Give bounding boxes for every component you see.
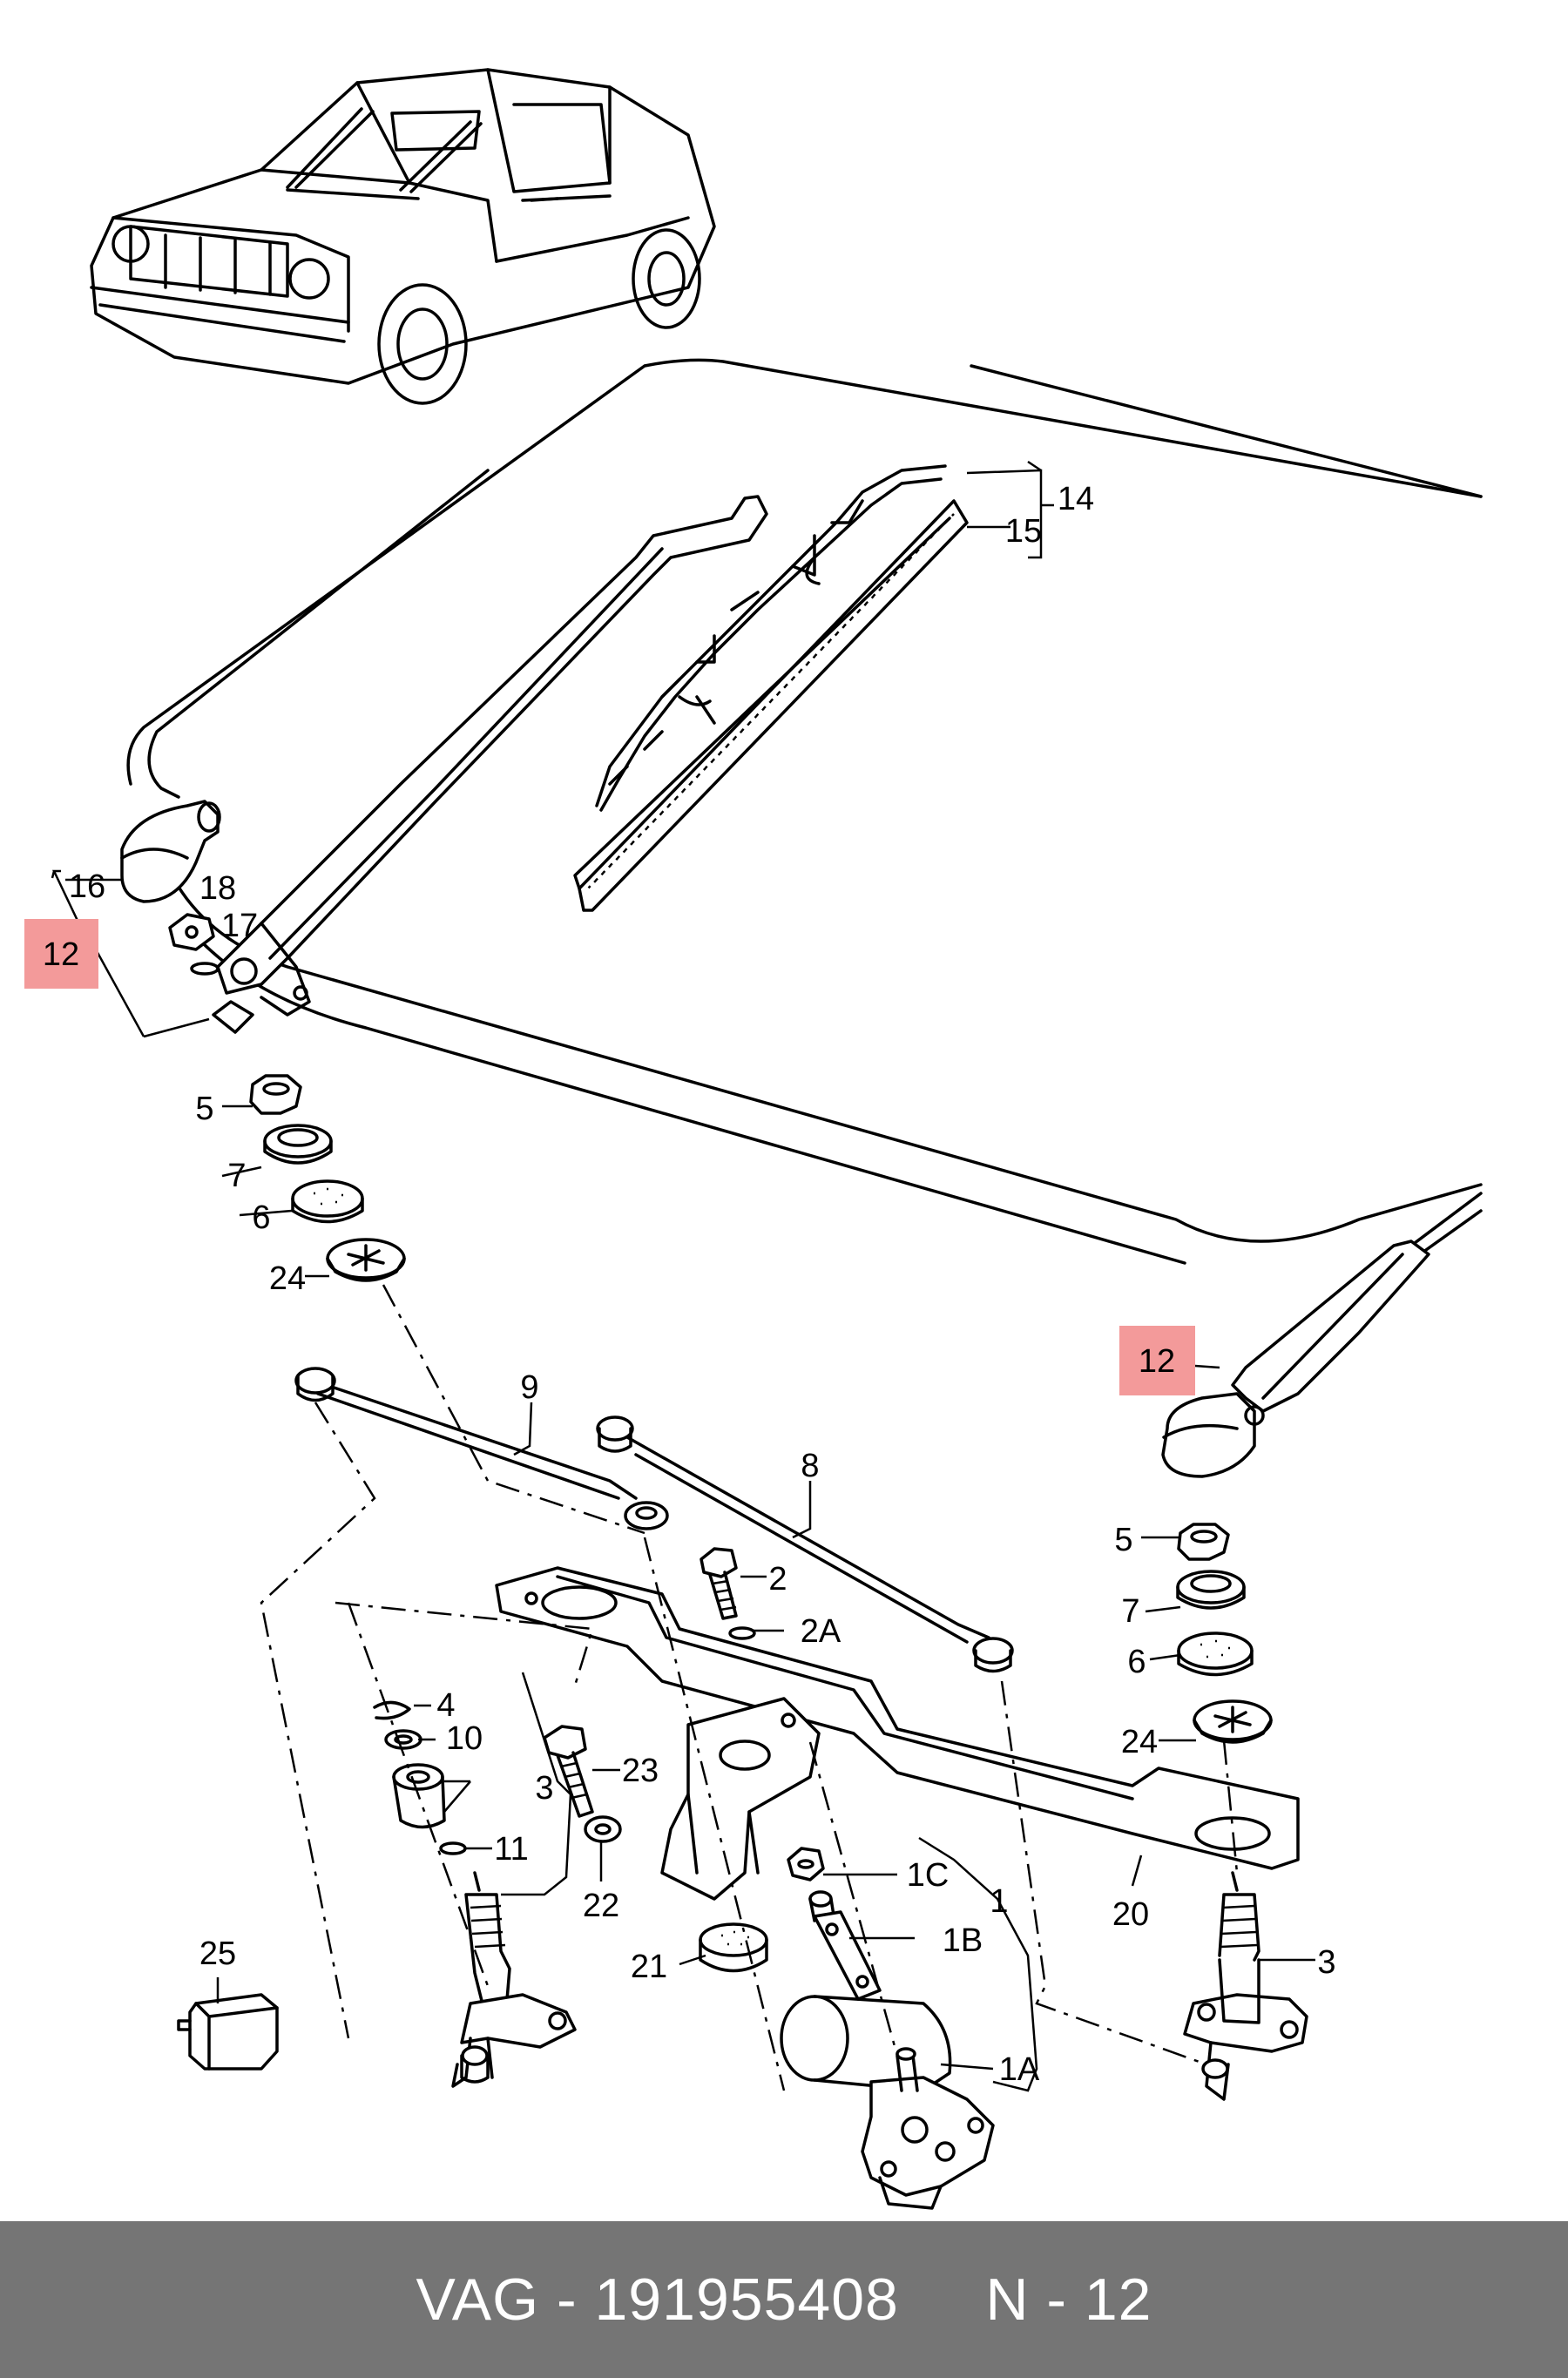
label-16: 16 (69, 868, 105, 905)
left-pivot-shaft (451, 1871, 577, 2088)
label-24-left: 24 (269, 1260, 306, 1297)
linkage-rod-8 (596, 1415, 1014, 1673)
left-grommet (291, 1179, 364, 1224)
label-1a: 1A (999, 2051, 1040, 2088)
label-24-right: 24 (1121, 1724, 1158, 1760)
linkage-rod-9 (294, 1367, 669, 1530)
wiper-parts-diagram: 12 12 16 18 17 14 15 5 7 6 24 9 8 2 2A 4… (24, 68, 1483, 2210)
assembly-axis-lines (260, 1284, 1239, 2091)
right-seal-cap (1193, 1699, 1273, 1744)
label-6-left: 6 (252, 1199, 270, 1236)
label-3-left: 3 (535, 1770, 553, 1807)
label-4: 4 (436, 1687, 455, 1724)
label-17: 17 (221, 908, 258, 944)
left-washer (263, 1124, 333, 1165)
label-14: 14 (1058, 481, 1094, 517)
label-21: 21 (631, 1949, 667, 1985)
grommet-21 (699, 1922, 768, 1973)
bolt-2 (700, 1547, 738, 1620)
label-20: 20 (1112, 1896, 1149, 1933)
label-12-right: 12 (1139, 1343, 1175, 1380)
label-11: 11 (494, 1831, 528, 1868)
washer-2a (728, 1626, 756, 1640)
washer-22 (584, 1815, 622, 1843)
right-grommet (1177, 1631, 1254, 1677)
left-hex-nut-small (168, 913, 215, 951)
wiper-blade (595, 464, 947, 812)
left-seal-cap (326, 1238, 406, 1282)
callout-labels: 12 12 16 18 17 14 15 5 7 6 24 9 8 2 2A 4… (43, 481, 1336, 2088)
label-3-right: 3 (1317, 1944, 1335, 1981)
label-7-left: 7 (227, 1158, 246, 1194)
left-spring-washer (190, 962, 220, 976)
footer-part-number: VAG - 191955408 N - 12 (416, 2267, 1152, 2333)
label-7-right: 7 (1121, 1593, 1139, 1630)
left-pivot-washer (384, 1729, 422, 1750)
label-18: 18 (199, 870, 236, 907)
left-lock-washer (439, 1841, 467, 1855)
left-hex-nut (249, 1074, 302, 1115)
label-10: 10 (446, 1720, 483, 1757)
left-circlip (373, 1700, 411, 1720)
label-5-right: 5 (1114, 1522, 1132, 1558)
label-1: 1 (990, 1883, 1008, 1920)
left-pivot-bushing (392, 1763, 446, 1829)
label-2: 2 (768, 1561, 787, 1598)
right-washer (1176, 1570, 1246, 1610)
label-2a: 2A (801, 1613, 841, 1650)
wiper-frame (495, 1566, 1300, 1870)
left-cap-cover (120, 800, 221, 903)
relay-25 (177, 1993, 279, 2071)
label-9: 9 (520, 1369, 538, 1406)
motor-crank-1b (808, 1890, 882, 2001)
label-25: 25 (199, 1936, 236, 1972)
motor-bracket (660, 1697, 821, 1901)
right-wiper-arm (1161, 1192, 1483, 1478)
label-15: 15 (1005, 513, 1042, 550)
label-8: 8 (801, 1448, 819, 1484)
car-illustration (90, 68, 716, 405)
wiper-blade-rubber (573, 499, 969, 912)
right-hex-nut (1177, 1523, 1230, 1561)
label-12-left: 12 (43, 936, 79, 973)
windshield-outline (126, 358, 1483, 1265)
motor-nut-1c (787, 1847, 825, 1881)
label-23: 23 (622, 1753, 659, 1789)
label-1b: 1B (943, 1922, 983, 1959)
right-pivot-shaft (1183, 1871, 1308, 2101)
bolt-23 (543, 1725, 594, 1818)
label-6-right: 6 (1127, 1644, 1146, 1680)
label-22: 22 (583, 1888, 619, 1924)
wiper-motor-1a (780, 1995, 995, 2210)
label-5-left: 5 (195, 1091, 213, 1127)
highlight-12-left (24, 919, 98, 989)
highlight-12-right (1119, 1326, 1195, 1395)
footer-bar: VAG - 191955408 N - 12 (0, 2221, 1568, 2378)
label-1c: 1C (907, 1857, 950, 1894)
left-wiper-arm (212, 495, 768, 1034)
